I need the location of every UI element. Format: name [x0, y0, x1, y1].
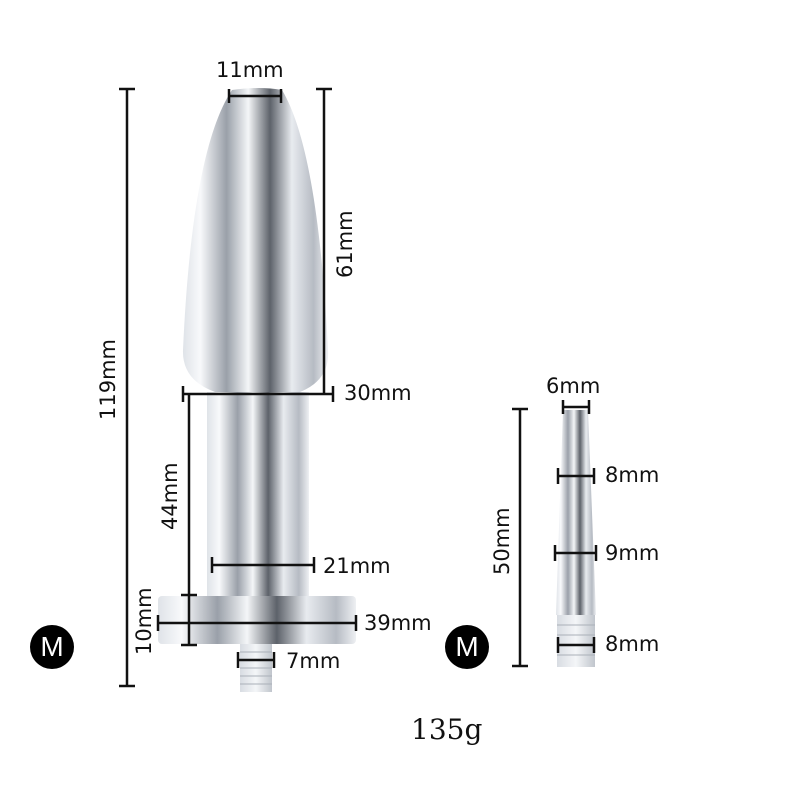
large-neck: [207, 392, 309, 597]
weight-label: 135g: [411, 713, 483, 746]
small-thread-width-label: 8mm: [605, 632, 660, 656]
large-neck-width-label: 21mm: [323, 554, 391, 578]
size-badge-small: M: [445, 625, 489, 669]
large-base: [158, 596, 356, 644]
small-thread: [557, 615, 595, 667]
dimension-lines-small: [512, 400, 598, 668]
large-base-height-label: 10mm: [132, 587, 156, 655]
large-base-width-label: 39mm: [364, 611, 432, 635]
large-head-length-label: 61mm: [333, 210, 357, 278]
large-thread-width-label: 7mm: [286, 649, 341, 673]
large-neck-length-label: 44mm: [158, 462, 182, 530]
large-tip-width-label: 11mm: [216, 58, 284, 82]
small-tip-width-label: 6mm: [546, 374, 601, 398]
small-rod: [556, 410, 596, 615]
dimension-lines-large: [119, 87, 358, 688]
size-badge-large: M: [30, 625, 74, 669]
small-upper-width-label: 8mm: [605, 463, 660, 487]
large-total-length-label: 119mm: [96, 339, 120, 420]
large-head-width-label: 30mm: [344, 381, 412, 405]
large-head: [182, 88, 329, 392]
small-length-label: 50mm: [490, 507, 514, 575]
small-middle-width-label: 9mm: [605, 541, 660, 565]
